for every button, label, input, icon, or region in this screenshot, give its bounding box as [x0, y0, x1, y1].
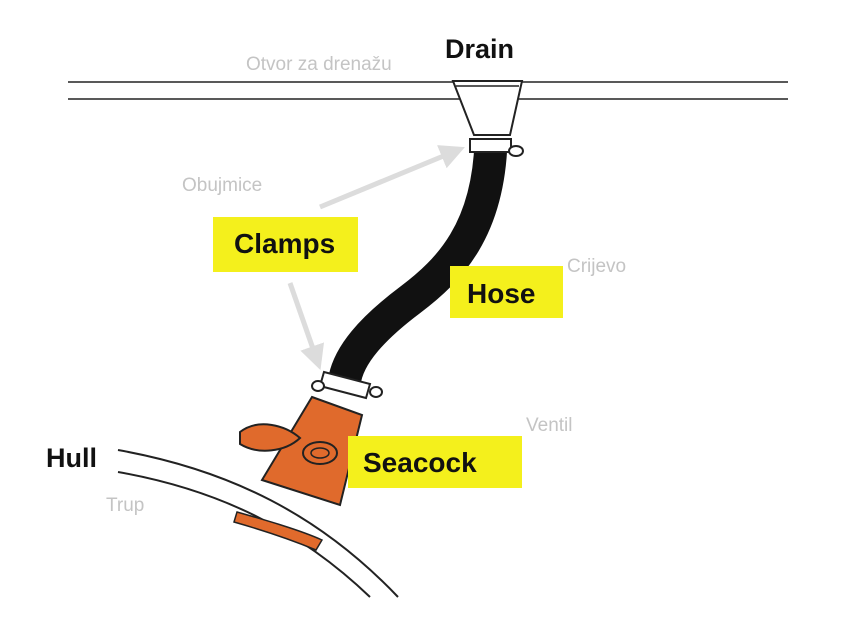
hose-label: Hose [467, 278, 536, 309]
seacock-body [233, 395, 364, 551]
drain-translation-label: Otvor za drenažu [246, 54, 392, 75]
clamps-highlight-box [213, 217, 358, 272]
bottom-clamp [311, 370, 383, 400]
hose-highlight-box [450, 266, 563, 318]
hull-label: Hull [46, 443, 97, 473]
hull [117, 449, 399, 598]
clamps-translation-label: Obujmice [182, 175, 263, 196]
clamps-label: Clamps [234, 228, 336, 259]
drain-fitting [451, 80, 524, 136]
deck [68, 81, 788, 100]
hose [328, 141, 508, 383]
top-clamp [469, 138, 524, 157]
drain-label: Drain [445, 34, 515, 64]
seacock-highlight-box [348, 436, 522, 488]
hose-translation-label: Crijevo [567, 256, 627, 277]
seacock-label: Seacock [363, 447, 477, 478]
hull-translation-label: Trup [106, 495, 145, 516]
seacock-translation-label: Ventil [526, 415, 573, 436]
clamp-arrows [287, 145, 465, 371]
